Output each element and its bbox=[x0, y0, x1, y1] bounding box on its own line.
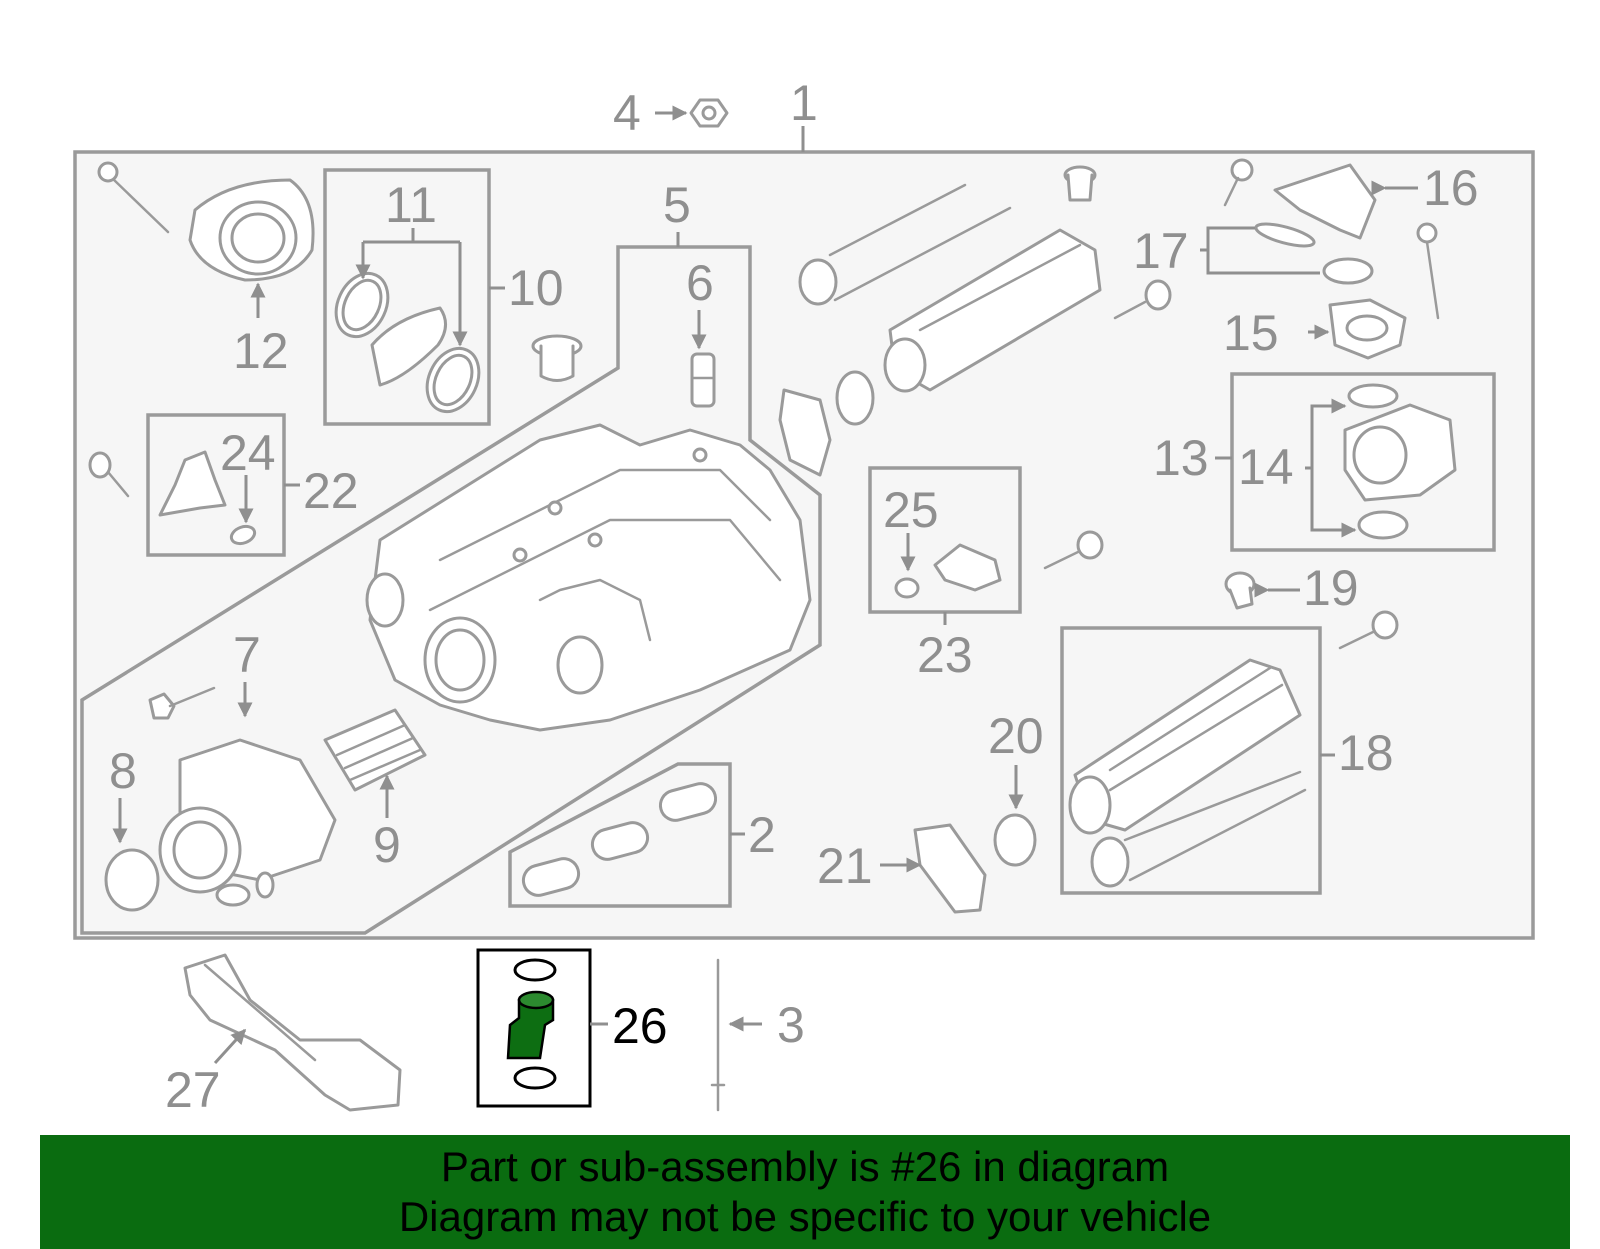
seal-part-17a bbox=[1254, 222, 1316, 248]
long-bolt-right bbox=[1416, 222, 1440, 320]
intercooler-top bbox=[883, 228, 1102, 393]
callout-24: 24 bbox=[220, 425, 276, 481]
group-5-box bbox=[80, 245, 822, 935]
seal-part-17b bbox=[1322, 257, 1374, 285]
leaders bbox=[112, 105, 1418, 1065]
callout-5: 5 bbox=[663, 177, 691, 233]
gasket-left bbox=[778, 370, 875, 477]
seal-set-part-11 bbox=[334, 271, 481, 414]
plug bbox=[531, 334, 583, 382]
throttle-housing-part-12 bbox=[188, 178, 315, 282]
bolt-7 bbox=[148, 686, 216, 720]
stud-part-3 bbox=[710, 958, 726, 1112]
seal-part-20 bbox=[993, 813, 1037, 867]
banner-line-2: Diagram may not be specific to your vehi… bbox=[398, 1193, 1212, 1240]
callout-15: 15 bbox=[1223, 305, 1279, 361]
small-plug bbox=[215, 871, 275, 907]
callout-8: 8 bbox=[109, 743, 137, 799]
bolt-16 bbox=[1223, 158, 1254, 207]
gasket-part-2 bbox=[521, 782, 718, 897]
callout-1: 1 bbox=[790, 75, 818, 131]
bolt-top-right bbox=[1113, 279, 1172, 320]
sleeve-part-19 bbox=[1224, 571, 1256, 610]
callout-25: 25 bbox=[883, 482, 939, 538]
seal-part-14b bbox=[1357, 510, 1409, 540]
bolt-23 bbox=[1043, 530, 1104, 570]
flange-part-15 bbox=[1328, 298, 1407, 360]
callout-12: 12 bbox=[233, 323, 289, 379]
intercooler-part-18 bbox=[1068, 658, 1307, 888]
group-10-box bbox=[323, 168, 491, 426]
callout-20: 20 bbox=[988, 708, 1044, 764]
callout-7: 7 bbox=[233, 627, 261, 683]
callout-2: 2 bbox=[748, 807, 776, 863]
callout-26: 26 bbox=[612, 998, 668, 1054]
banner-line-1: Part or sub-assembly is #26 in diagram bbox=[440, 1143, 1170, 1190]
callout-6: 6 bbox=[686, 255, 714, 311]
callout-4: 4 bbox=[613, 85, 641, 141]
pipe-part-27 bbox=[183, 953, 402, 1112]
nut-part-4 bbox=[689, 98, 729, 128]
sealing-strips bbox=[798, 183, 1012, 306]
callout-labels: 1 2 3 4 5 6 7 8 9 10 11 12 13 14 15 16 1… bbox=[109, 75, 1479, 1118]
group-13-box bbox=[1230, 372, 1496, 552]
callout-3: 3 bbox=[777, 997, 805, 1053]
throttle-body-part-14 bbox=[1343, 403, 1457, 502]
connector-part-26 bbox=[506, 958, 557, 1090]
callout-17: 17 bbox=[1133, 223, 1189, 279]
pin-part-6 bbox=[690, 352, 716, 408]
callout-22: 22 bbox=[303, 463, 359, 519]
callout-16: 16 bbox=[1423, 160, 1479, 216]
callout-21: 21 bbox=[817, 838, 873, 894]
long-bolt bbox=[97, 161, 170, 234]
callout-19: 19 bbox=[1303, 560, 1359, 616]
sensor-part-24 bbox=[158, 450, 257, 546]
callout-14: 14 bbox=[1238, 439, 1294, 495]
inlet-housing-part-7 bbox=[158, 738, 337, 894]
supercharger-part-5 bbox=[365, 423, 812, 732]
callout-11: 11 bbox=[385, 177, 437, 233]
bolt-left bbox=[88, 451, 130, 498]
callout-13: 13 bbox=[1153, 430, 1209, 486]
callout-9: 9 bbox=[373, 817, 401, 873]
callout-23: 23 bbox=[917, 627, 973, 683]
seal-part-14a bbox=[1347, 383, 1399, 409]
elbow-part-16 bbox=[1273, 163, 1377, 240]
bolt-18 bbox=[1338, 610, 1399, 650]
info-banner: Part or sub-assembly is #26 in diagram D… bbox=[40, 1135, 1570, 1249]
callout-18: 18 bbox=[1338, 725, 1394, 781]
group-18-box bbox=[1060, 626, 1322, 895]
sensor-part-25 bbox=[894, 543, 1002, 599]
group-26-box bbox=[476, 948, 592, 1108]
callout-27: 27 bbox=[165, 1062, 221, 1118]
bellows-part-9 bbox=[323, 708, 427, 792]
cap-part-8 bbox=[104, 848, 160, 912]
callout-10: 10 bbox=[508, 260, 564, 316]
sleeve-top bbox=[1063, 165, 1097, 202]
